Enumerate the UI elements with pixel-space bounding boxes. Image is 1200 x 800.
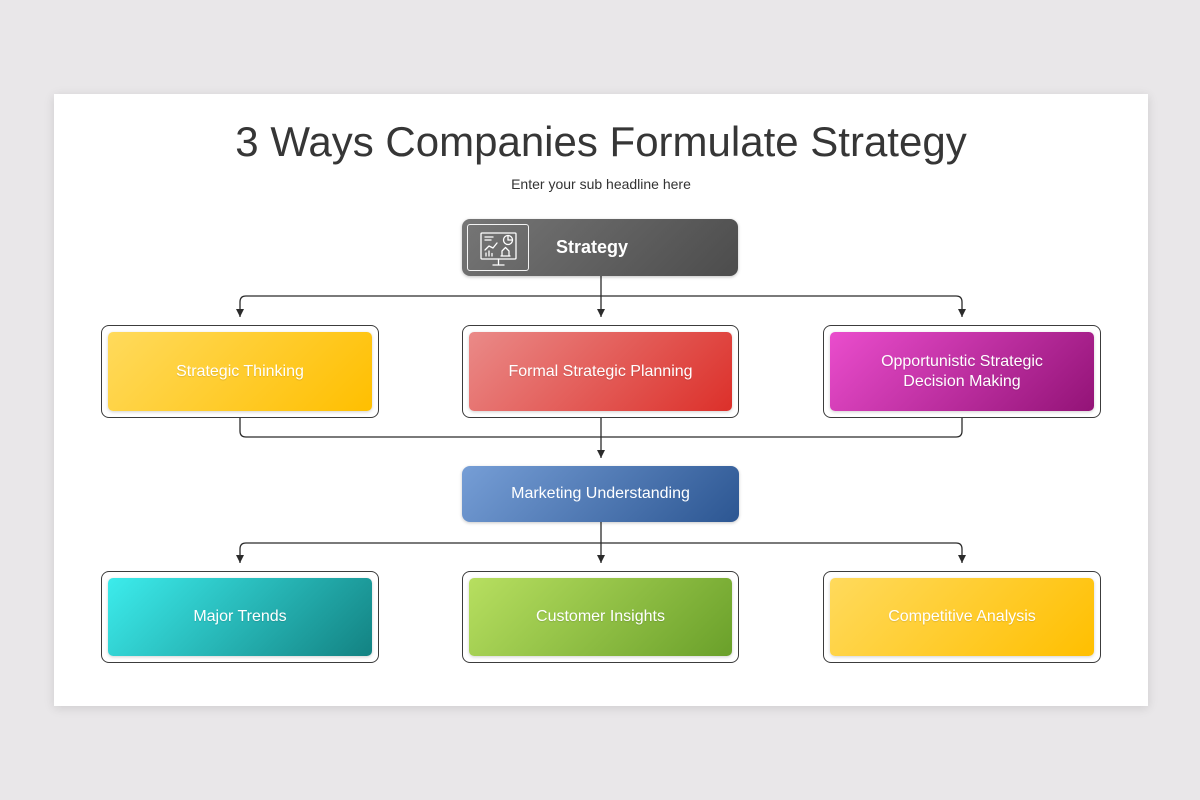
approach-box-strategic-thinking: Strategic Thinking [108, 332, 372, 411]
approach-frame-1: Strategic Thinking [101, 325, 379, 418]
hub-node: Marketing Understanding [462, 466, 739, 522]
outcome-box-customer-insights: Customer Insights [469, 578, 732, 656]
outcome-box-competitive-analysis: Competitive Analysis [830, 578, 1094, 656]
outcome-label: Major Trends [193, 608, 287, 625]
approach-box-formal-strategic-planning: Formal Strategic Planning [469, 332, 732, 411]
approach-frame-3: Opportunistic Strategic Decision Making [823, 325, 1101, 418]
outcome-frame-2: Customer Insights [462, 571, 739, 663]
root-node: Strategy [462, 219, 738, 276]
slide-title: 3 Ways Companies Formulate Strategy [235, 118, 967, 165]
slide-subtitle: Enter your sub headline here [511, 176, 691, 192]
approach-box-opportunistic-decision-making: Opportunistic Strategic Decision Making [830, 332, 1094, 411]
outcome-box-major-trends: Major Trends [108, 578, 372, 656]
approach-label: Strategic Thinking [176, 362, 304, 380]
hub-node-label: Marketing Understanding [511, 485, 690, 502]
approach-label: Opportunistic Strategic Decision Making [881, 352, 1043, 390]
outcome-label: Competitive Analysis [888, 608, 1036, 625]
icon-frame [467, 224, 529, 271]
root-node-label: Strategy [556, 237, 629, 257]
approach-frame-2: Formal Strategic Planning [462, 325, 739, 418]
approach-label: Formal Strategic Planning [508, 362, 693, 380]
outcome-label: Customer Insights [536, 608, 665, 625]
outcome-frame-1: Major Trends [101, 571, 379, 663]
outcome-frame-3: Competitive Analysis [823, 571, 1101, 663]
